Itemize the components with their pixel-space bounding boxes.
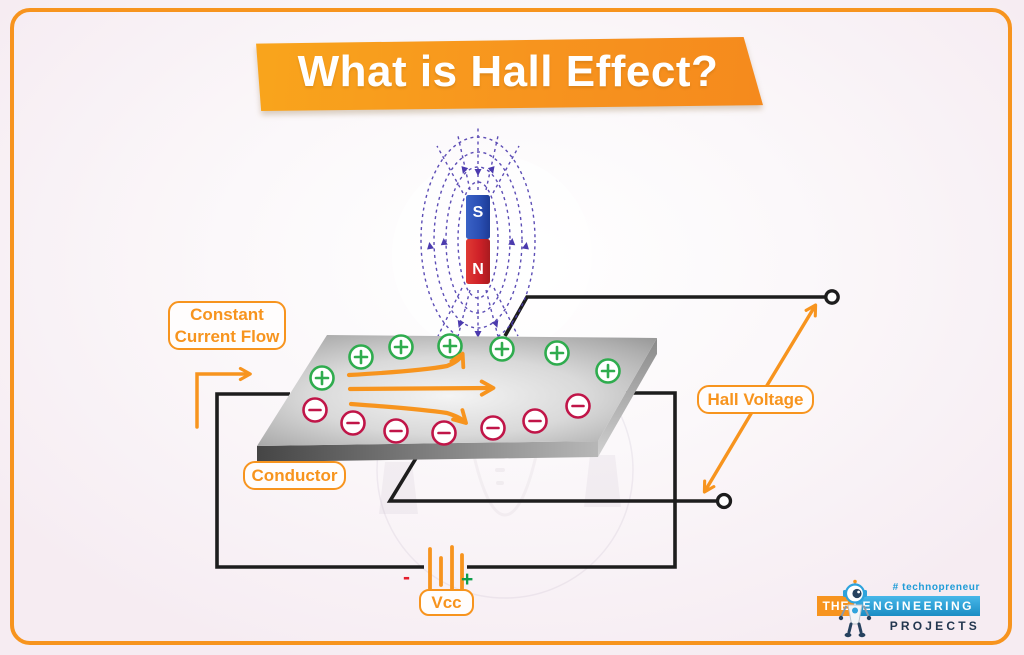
brand-logo-text: # technopreneur THE ENGINEERING PROJECTS [817, 579, 980, 633]
positive-charge-icon [309, 365, 335, 391]
negative-charges [302, 393, 591, 446]
battery-positive-sign: + [461, 568, 474, 591]
hall-terminal-top [824, 289, 840, 305]
battery-negative-sign: - [403, 566, 410, 589]
positive-charge-icon [544, 340, 570, 366]
supply-wire-right [467, 391, 677, 569]
title-banner-ribbon: What is Hall Effect? [256, 37, 763, 111]
page-title: What is Hall Effect? [297, 47, 719, 96]
positive-charge-icon [595, 358, 621, 384]
positive-charge-icon [437, 333, 463, 359]
brand-word-the: THE [817, 596, 855, 616]
plate-side-face [598, 338, 657, 457]
current-flow-arrows [346, 351, 496, 425]
hall-terminals [715, 289, 840, 510]
field-arrowheads [427, 166, 529, 338]
magnetic-field-lines [420, 128, 536, 350]
hall-wire-bottom [386, 449, 717, 503]
magnet-north-label: N [472, 261, 484, 278]
bar-magnet: S N [466, 195, 490, 284]
positive-charge-icon [388, 334, 414, 360]
current-input-arrow [195, 366, 252, 429]
conductor-label: Conductor [243, 461, 346, 490]
negative-charge-icon [480, 415, 506, 441]
negative-charge-icon [431, 420, 457, 446]
negative-charge-icon [340, 410, 366, 436]
brand-logo: # technopreneur THE ENGINEERING PROJECTS [817, 579, 1006, 643]
flow-arrow-straight [347, 379, 496, 397]
negative-charge-icon [302, 397, 328, 423]
brand-tagline: # technopreneur [892, 582, 980, 593]
flow-arrow-upper [346, 351, 466, 378]
constant-current-flow-label: Constant Current Flow [168, 301, 286, 350]
brand-word-projects: PROJECTS [889, 619, 980, 633]
brand-word-engineering: ENGINEERING [856, 596, 980, 616]
negative-charge-icon [565, 393, 591, 419]
negative-charge-icon [383, 418, 409, 444]
positive-charge-icon [348, 344, 374, 370]
plate-front-face [257, 441, 598, 462]
flow-arrow-lower [348, 401, 468, 425]
negative-charge-icon [522, 408, 548, 434]
magnet-north-pole [466, 239, 490, 284]
vcc-label: Vcc [419, 589, 474, 616]
positive-charge-icon [489, 336, 515, 362]
title-banner: What is Hall Effect? [253, 37, 763, 111]
magnet-south-pole [466, 195, 490, 239]
hall-terminal-bottom [715, 492, 733, 510]
hall-voltage-label: Hall Voltage [697, 385, 814, 414]
robot-mascot-icon [838, 579, 872, 638]
positive-charges [309, 333, 621, 391]
magnet-south-label: S [473, 204, 484, 221]
battery-symbol [428, 545, 464, 599]
supply-wire-left [215, 392, 424, 569]
